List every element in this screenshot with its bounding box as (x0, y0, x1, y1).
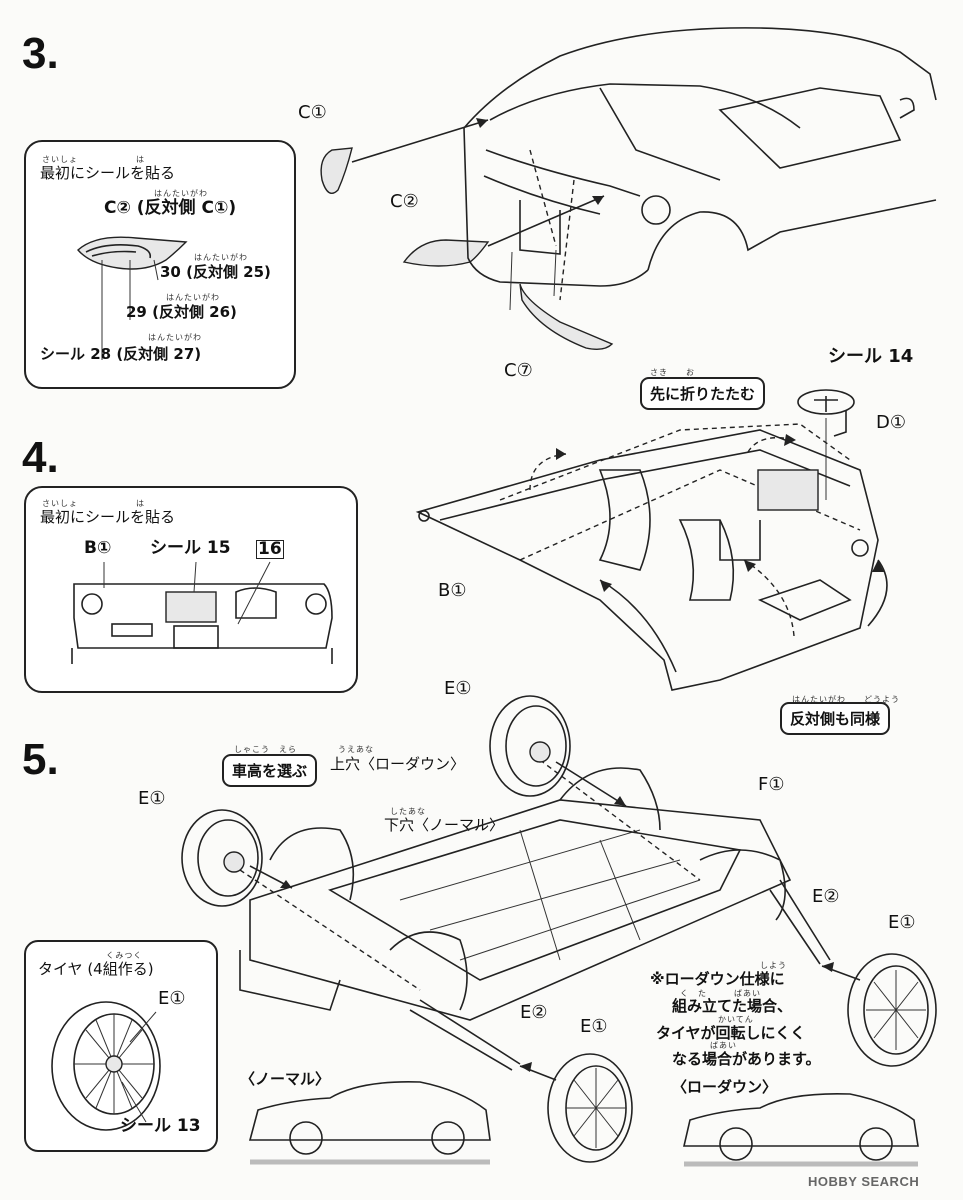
c7-part (519, 283, 614, 351)
part-e1-label-right: E① (888, 912, 916, 933)
seal-16-label: 16 (256, 539, 284, 559)
seal-13-label: シール 13 (120, 1116, 201, 1136)
choose-ride-height: 車高を選ぶ (222, 754, 318, 787)
interior-tub-drawing (415, 389, 888, 691)
step-4-number: 4. (22, 433, 59, 482)
ruby-hantaigawa-28: はんたいがわ (148, 333, 202, 342)
lowdown-label: 〈ローダウン〉 (672, 1078, 778, 1096)
ruby-kaiten: かいてん (718, 1015, 754, 1024)
seal-29-label: 29 (反対側 26) (126, 303, 237, 321)
part-c7-label: C⑦ (504, 360, 533, 381)
tire-e1-label: E① (158, 988, 186, 1009)
lower-hole-label: 下穴〈ノーマル〉 (384, 816, 505, 834)
b1-label: B① (84, 538, 112, 558)
ruby-hantaigawa-30: はんたいがわ (194, 253, 248, 262)
ruby-shita: したあな (390, 807, 426, 816)
part-e1-label-left: E① (138, 788, 166, 809)
note-line-3: タイヤが回転しにくく (656, 1024, 806, 1042)
normal-label: 〈ノーマル〉 (240, 1070, 331, 1088)
seal-30-label: 30 (反対側 25) (160, 263, 271, 281)
step-3-number: 3. (22, 29, 59, 78)
tire-inset: くみつく タイヤ (4組作る) E① シール 13 (24, 940, 218, 1152)
ruby-hantaigawa: はんたいがわ (154, 189, 208, 198)
inset-title-4: 最初にシールを貼る (40, 508, 176, 526)
part-f1-label: F① (758, 774, 785, 795)
ruby-uea: うえあな (338, 745, 374, 754)
wheel-icon (51, 1001, 161, 1131)
step-4-seal-inset: さいしょ は 最初にシールを貼る B① シール 15 16 (24, 486, 358, 693)
ruby-saki: さき お (650, 368, 695, 377)
ruby-ha-4: は (136, 499, 145, 508)
note-line-1: ※ローダウン仕様に (650, 970, 785, 988)
note-line-4: なる場合があります。 (672, 1050, 821, 1068)
note-line-2: 組み立てた場合、 (672, 997, 793, 1015)
part-e1-label-top: E① (444, 678, 472, 699)
ruby-shakou: しゃこう えら (234, 745, 297, 754)
c2-opposite-label: C② (反対側 C①) (104, 198, 237, 218)
ruby-hantaigawa-doyo: はんたいがわ どうよう (792, 695, 900, 704)
tail-light-drawing (77, 236, 188, 360)
ruby-hantaigawa-29: はんたいがわ (166, 293, 220, 302)
part-e1-label-bottom: E① (580, 1016, 608, 1037)
upper-hole-label: 上穴〈ローダウン〉 (330, 755, 466, 773)
inset-title: 最初にシールを貼る (40, 164, 176, 182)
car-body-rear-drawing (320, 27, 937, 351)
ruby-kumitate: く た ばあい (680, 989, 761, 998)
watermark: HOBBY SEARCH (808, 1174, 920, 1189)
seal-14-label: シール 14 (828, 346, 914, 367)
step-3-seal-inset: さいしょ は 最初にシールを貼る はんたいがわ C② (反対側 C①) はんたい… (24, 140, 296, 389)
step-5-number: 5. (22, 735, 59, 784)
ruby-ha: は (136, 155, 145, 164)
part-b1-label: B① (438, 580, 467, 601)
part-e2-label-bottom: E② (520, 1002, 548, 1023)
c1-part (320, 147, 353, 194)
ruby-shiyou: しよう (760, 961, 787, 970)
ruby-saisho-4: さいしょ (42, 499, 78, 508)
ruby-saisho: さいしょ (42, 155, 78, 164)
steering-wheel-icon (797, 389, 855, 415)
tire-note: タイヤ (4組作る) (38, 960, 154, 978)
dashboard-icon (71, 561, 333, 664)
seal-28-label: シール 28 (反対側 27) (40, 345, 202, 363)
part-d1-label: D① (876, 412, 906, 433)
ruby-baai: ばあい (710, 1041, 737, 1050)
part-c1-label: C① (298, 102, 327, 123)
seal-15-label: シール 15 (150, 538, 231, 558)
part-c2-label: C② (390, 191, 419, 212)
same-on-opposite-note: 反対側も同様 (780, 702, 891, 735)
fold-first-note: 先に折りたたむ (640, 377, 766, 410)
ruby-kumitsuku: くみつく (106, 951, 143, 960)
part-e2-label-right: E② (812, 886, 840, 907)
